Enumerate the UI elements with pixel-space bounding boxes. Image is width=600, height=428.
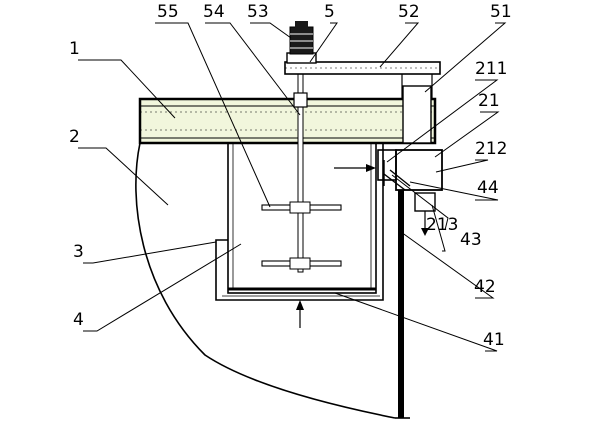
leader-21	[434, 111, 500, 158]
leader-4	[83, 243, 242, 332]
upper-impeller-hub	[289, 201, 311, 214]
inlet-arrow-head	[296, 300, 304, 310]
label-5: 5	[324, 2, 335, 22]
label-1: 1	[69, 39, 80, 59]
label-54: 54	[203, 2, 225, 22]
leader-1	[78, 59, 176, 119]
shaft-coupling	[293, 92, 308, 108]
leader-lines	[78, 22, 507, 352]
leader-3	[83, 241, 217, 264]
leader-53	[250, 22, 292, 39]
label-3: 3	[73, 242, 84, 262]
label-52: 52	[398, 2, 420, 22]
label-4: 4	[73, 310, 84, 330]
support-frame	[215, 143, 384, 301]
overflow-slope	[383, 173, 406, 191]
leader-51	[424, 22, 507, 93]
label-53: 53	[247, 2, 269, 22]
overflow-slope	[389, 169, 411, 187]
label-211: 211	[475, 59, 507, 79]
label-212: 212	[475, 139, 507, 159]
leader-44	[409, 181, 499, 201]
leader-213	[391, 174, 449, 231]
lower-impeller-hub	[289, 257, 311, 270]
label-213: 213	[426, 215, 458, 235]
leader-43	[431, 204, 446, 252]
label-21: 21	[478, 91, 500, 111]
overflow-inner-chamber	[377, 149, 397, 181]
leader-54	[205, 22, 301, 116]
label-55: 55	[157, 2, 179, 22]
label-42: 42	[474, 277, 496, 297]
hull-outline	[135, 142, 396, 419]
valve-arrow-head	[421, 228, 429, 236]
flow-arrow-head	[366, 164, 376, 172]
valve-body	[414, 192, 436, 212]
leader-41	[334, 292, 498, 352]
support-column	[402, 85, 432, 144]
leader-42	[400, 231, 495, 299]
label-43: 43	[460, 230, 482, 250]
leader-52	[379, 22, 420, 68]
label-2: 2	[69, 127, 80, 147]
discharge-pipe	[398, 190, 404, 418]
motor-cap	[295, 21, 308, 28]
leader-5	[309, 22, 338, 63]
label-41: 41	[483, 330, 505, 350]
label-44: 44	[477, 178, 499, 198]
label-51: 51	[490, 2, 512, 22]
leader-55	[155, 22, 271, 208]
leader-211	[386, 79, 499, 163]
leader-212	[435, 159, 489, 173]
leader-2	[78, 147, 169, 206]
